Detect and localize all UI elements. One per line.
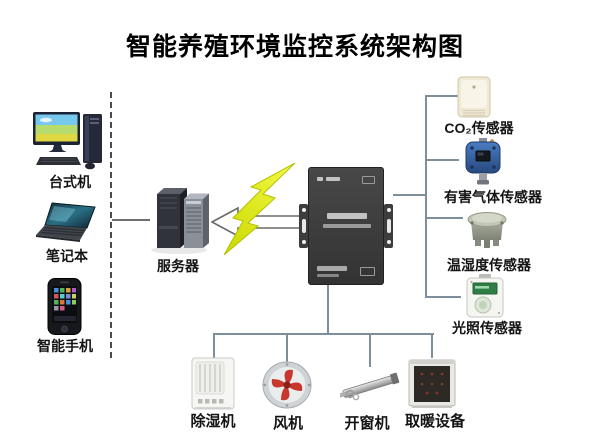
server-link-line — [112, 219, 150, 221]
co2-sensor-icon — [456, 76, 492, 118]
heater-label: 取暖设备 — [404, 413, 465, 430]
actuator-drop-dehumidifier — [213, 333, 215, 358]
actuator-drop-fan — [286, 333, 288, 363]
co2-sensor-label: CO₂传感器 — [444, 120, 514, 136]
gateway-body — [308, 167, 384, 285]
desktop-label: 台式机 — [49, 174, 91, 190]
dehumidifier-icon — [191, 357, 235, 411]
sensor-branch-light — [425, 296, 461, 298]
actuator-drop-heater — [431, 333, 433, 358]
smartphone-icon — [47, 278, 83, 336]
sensor-branch-gas — [425, 159, 459, 161]
lightning-bolt-icon — [223, 162, 296, 256]
sensor-bus-line — [425, 95, 427, 298]
temp-humidity-sensor-label: 温湿度传感器 — [447, 257, 531, 273]
dehumidifier-label: 除湿机 — [190, 413, 236, 430]
server-label: 服务器 — [157, 258, 199, 274]
gateway-to-actuatorbus-line — [327, 285, 329, 334]
client-bus-dashed-line — [110, 92, 112, 358]
fan-icon — [262, 361, 312, 409]
gas-sensor-label: 有害气体传感器 — [444, 189, 542, 205]
laptop-icon — [36, 202, 98, 248]
server-icon — [145, 186, 211, 256]
sensor-branch-temp — [425, 217, 463, 219]
desktop-computer-icon — [32, 111, 106, 171]
temp-humidity-sensor-icon — [466, 210, 508, 250]
fan-label: 风机 — [272, 415, 303, 432]
actuator-drop-window — [369, 333, 371, 367]
laptop-label: 笔记本 — [46, 248, 88, 264]
light-sensor-label: 光照传感器 — [452, 320, 522, 336]
light-sensor-icon — [464, 274, 506, 318]
sensor-branch-co2 — [425, 95, 461, 97]
heater-icon — [408, 357, 456, 409]
gateway-right-flange — [384, 204, 393, 248]
gateway-to-sensorbus-line — [393, 194, 425, 196]
smartphone-label: 智能手机 — [37, 338, 93, 354]
diagram-title: 智能养殖环境监控系统架构图 — [126, 33, 465, 61]
window-opener-label: 开窗机 — [344, 415, 390, 432]
window-opener-icon — [338, 365, 402, 405]
gateway-device-icon — [299, 167, 393, 285]
actuator-bus-line — [213, 333, 434, 335]
gateway-left-flange — [299, 204, 308, 248]
gas-sensor-icon — [461, 138, 505, 186]
